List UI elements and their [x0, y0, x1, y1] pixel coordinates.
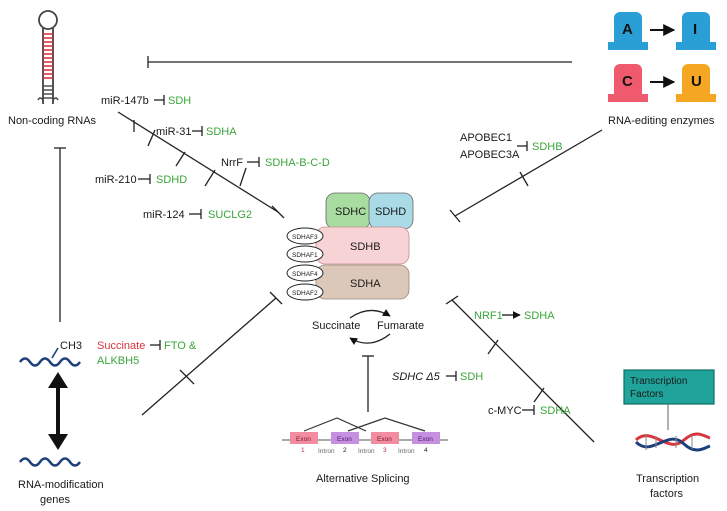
noncoding-rnas-label: Non-coding RNAs — [8, 115, 97, 127]
svg-text:Intron: Intron — [358, 448, 375, 455]
apobec3a: APOBEC3A — [460, 149, 520, 161]
nrrf-target: SDHA-B-C-D — [265, 157, 330, 169]
mirna-124: miR-124 — [143, 209, 185, 221]
mirna-124-target: SUCLG2 — [208, 209, 252, 221]
dna-helix-icon — [634, 432, 711, 452]
svg-text:Intron: Intron — [398, 448, 415, 455]
svg-text:I: I — [693, 21, 697, 38]
svg-text:Factors: Factors — [630, 389, 663, 400]
transcription-factors-label-1: Transcription — [636, 473, 699, 485]
alkbh5-label: ALKBH5 — [97, 355, 139, 367]
hairpin-rna-icon — [37, 10, 59, 104]
fto-label: FTO & — [164, 340, 197, 352]
cmyc-label: c-MYC — [488, 405, 522, 417]
sdhaf1-label: SDHAF1 — [292, 252, 318, 259]
sdha-label: SDHA — [350, 278, 381, 290]
sdhaf4-label: SDHAF4 — [292, 271, 318, 278]
mirna-147b-target: SDH — [168, 95, 191, 107]
splicing-target: SDH — [460, 371, 483, 383]
svg-text:Exon: Exon — [296, 436, 311, 443]
sdhaf3-label: SDHAF3 — [292, 234, 318, 241]
svg-text:Intron: Intron — [318, 448, 335, 455]
svg-text:Exon: Exon — [377, 436, 392, 443]
mirna-31-target: SDHA — [206, 126, 237, 138]
svg-text:U: U — [691, 73, 702, 90]
sdhd-label: SDHD — [375, 206, 406, 218]
svg-text:4: 4 — [424, 447, 428, 454]
rna-editing-label: RNA-editing enzymes — [608, 115, 715, 127]
svg-text:2: 2 — [343, 447, 347, 454]
succinate-inhibitor: Succinate — [97, 340, 145, 352]
svg-text:Exon: Exon — [418, 436, 433, 443]
svg-text:1: 1 — [301, 447, 305, 454]
methylated-rna-icon: CH3 — [18, 340, 82, 467]
mirna-31: miR-31 — [156, 126, 191, 138]
splicing-variant: SDHC Δ5 — [392, 371, 441, 383]
alternative-splicing-label: Alternative Splicing — [316, 473, 410, 485]
mirna-210-target: SDHD — [156, 174, 187, 186]
svg-text:Transcription: Transcription — [630, 376, 687, 387]
cytosine-to-uridine-icon: C U — [608, 64, 716, 102]
nrf1-target: SDHA — [524, 310, 555, 322]
gene-exon-structure: Exon 1 Exon 2 Exon 3 Exon 4 Intron Intro… — [282, 417, 448, 455]
succinate-label: Succinate — [312, 320, 360, 332]
sdh-complex: SDHC SDHD SDHB SDHA SDHAF3 SDHAF1 SDHAF4… — [286, 192, 414, 301]
transcription-factors-label-2: factors — [650, 488, 684, 500]
svg-text:C: C — [622, 73, 633, 90]
rna-modification-label-1: RNA-modification — [18, 479, 104, 491]
tf-box — [623, 369, 715, 405]
svg-text:3: 3 — [383, 447, 387, 454]
svg-text:Exon: Exon — [337, 436, 352, 443]
mirna-210: miR-210 — [95, 174, 137, 186]
mirna-147b: miR-147b — [101, 95, 149, 107]
svg-text:CH3: CH3 — [60, 340, 82, 352]
sdhaf2-label: SDHAF2 — [292, 290, 318, 297]
mirna-main-line — [117, 111, 279, 213]
nrrf: NrrF — [221, 157, 243, 169]
fumarate-label: Fumarate — [377, 320, 424, 332]
svg-text:A: A — [622, 21, 633, 38]
apobec1: APOBEC1 — [460, 132, 512, 144]
cmyc-target: SDHA — [540, 405, 571, 417]
adenosine-to-inosine-icon: A I — [608, 12, 716, 50]
bidirectional-arrow-icon — [48, 372, 68, 450]
sdhb-label: SDHB — [350, 241, 381, 253]
apobec-target: SDHB — [532, 141, 563, 153]
sdhc-label: SDHC — [335, 206, 366, 218]
rna-modification-label-2: genes — [40, 494, 70, 506]
nrf1-label: NRF1 — [474, 310, 503, 322]
